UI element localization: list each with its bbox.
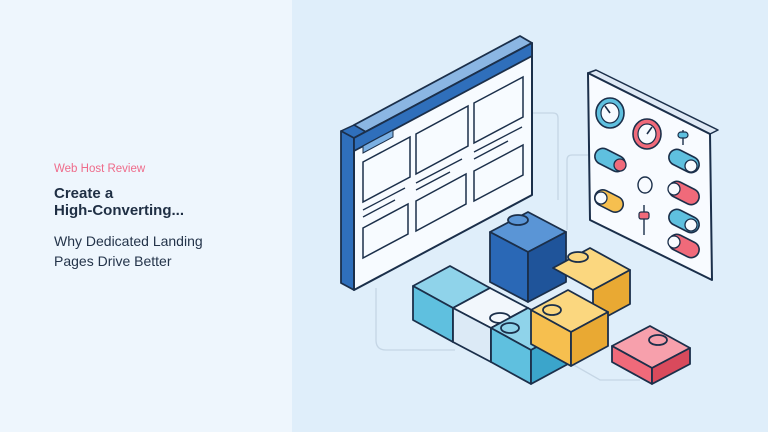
connector-lines bbox=[375, 112, 640, 381]
puzzle-piece-navy bbox=[489, 211, 567, 303]
landing-page-window bbox=[340, 35, 533, 291]
article-text-block: Web Host Review Create a High-Converting… bbox=[54, 163, 284, 271]
puzzle-piece-pink bbox=[611, 325, 691, 385]
article-subtitle: Why Dedicated Landing Pages Drive Better bbox=[54, 231, 284, 271]
dashboard-panel bbox=[587, 69, 719, 281]
subtitle-line-2: Pages Drive Better bbox=[54, 253, 172, 269]
title-line-1: Create a bbox=[54, 185, 114, 202]
category-label: Web Host Review bbox=[54, 163, 146, 175]
left-text-panel bbox=[0, 0, 292, 432]
subtitle-line-1: Why Dedicated Landing bbox=[54, 233, 203, 249]
puzzle-blocks bbox=[412, 211, 691, 385]
isometric-illustration bbox=[340, 35, 719, 385]
title-line-2: High-Converting... bbox=[54, 202, 184, 219]
puzzle-piece-orange bbox=[530, 289, 609, 367]
article-title: Create a High-Converting... bbox=[54, 185, 284, 219]
